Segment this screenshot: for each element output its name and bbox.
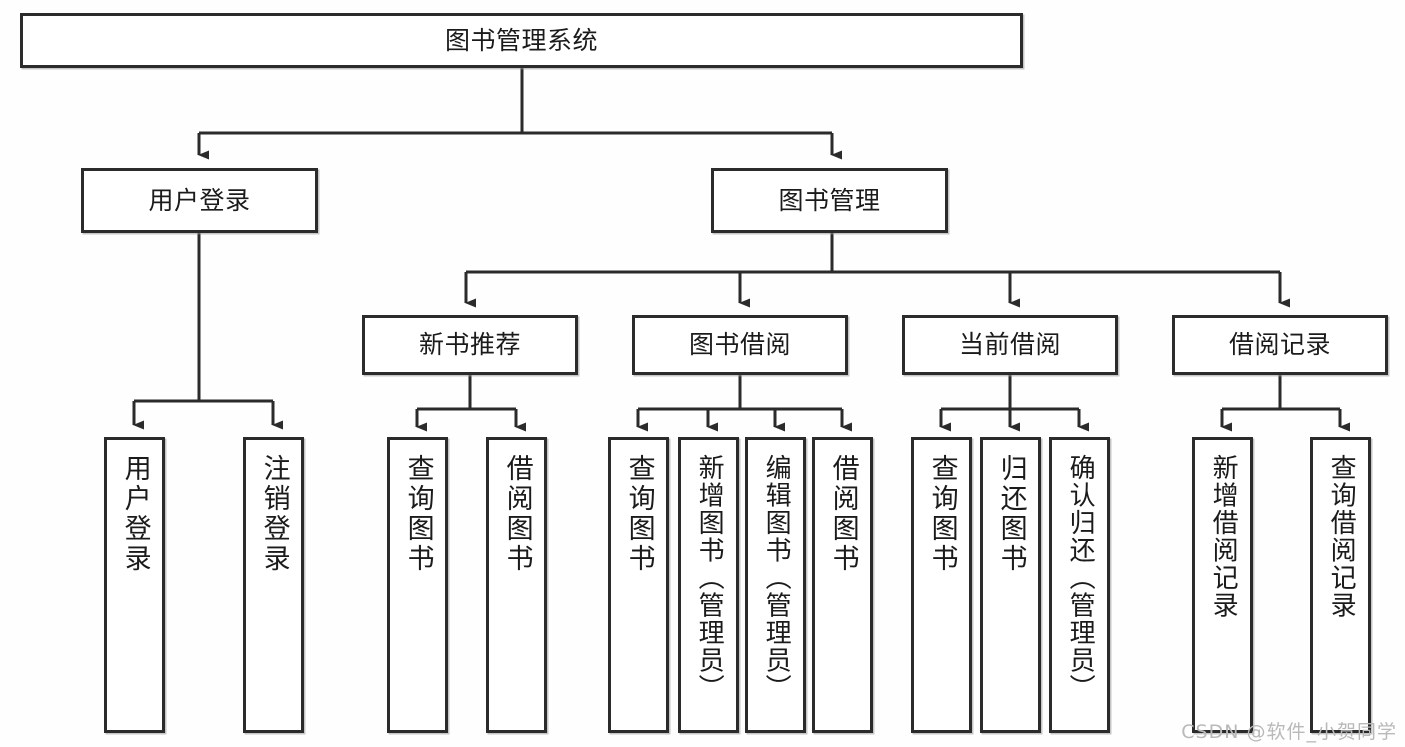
node-label: 查询图书 (926, 454, 958, 574)
node-label: 查询图书 (623, 454, 655, 574)
node-label: 用户登录 (119, 454, 151, 574)
node-label: 注销登录 (258, 454, 290, 574)
node-label: 图书管理系统 (444, 25, 598, 55)
node-label: 查询图书 (402, 454, 434, 574)
csdn-watermark: CSDN @软件_小贺同学 (1181, 721, 1397, 743)
leaf-book-borrow-add-admin[interactable]: 新增图书（管理员） (678, 437, 739, 733)
node-label: 用户登录 (148, 185, 251, 215)
node-label: 归还图书 (995, 454, 1027, 574)
node-label: 新增图书（管理员） (694, 454, 725, 702)
leaf-current-borrow-confirm-admin[interactable]: 确认归还（管理员） (1049, 437, 1110, 733)
node-label: 图书借阅 (688, 330, 791, 359)
leaf-user-login-logout[interactable]: 注销登录 (243, 437, 304, 733)
node-label: 新书推荐 (418, 330, 521, 359)
node-label: 查询借阅记录 (1326, 454, 1357, 619)
node-label: 编辑图书（管理员） (761, 454, 792, 702)
node-label: 借阅图书 (501, 454, 533, 574)
leaf-book-borrow-query[interactable]: 查询图书 (608, 437, 669, 733)
leaf-current-borrow-return[interactable]: 归还图书 (980, 437, 1041, 733)
leaf-user-login-login[interactable]: 用户登录 (104, 437, 165, 733)
leaf-book-borrow-edit-admin[interactable]: 编辑图书（管理员） (745, 437, 806, 733)
node-label: 借阅记录 (1228, 330, 1331, 359)
node-label: 新增借阅记录 (1208, 454, 1239, 619)
node-current-borrow[interactable]: 当前借阅 (902, 315, 1118, 375)
node-label: 借阅图书 (827, 454, 859, 574)
leaf-current-borrow-query[interactable]: 查询图书 (911, 437, 972, 733)
node-book-management[interactable]: 图书管理 (711, 168, 948, 233)
node-borrow-records[interactable]: 借阅记录 (1172, 315, 1388, 375)
leaf-new-book-query[interactable]: 查询图书 (387, 437, 448, 733)
leaf-book-borrow-borrow[interactable]: 借阅图书 (812, 437, 873, 733)
node-root-book-management-system[interactable]: 图书管理系统 (20, 13, 1023, 68)
node-label: 确认归还（管理员） (1065, 454, 1096, 702)
leaf-records-query[interactable]: 查询借阅记录 (1310, 437, 1371, 733)
leaf-records-add[interactable]: 新增借阅记录 (1192, 437, 1253, 733)
leaf-new-book-borrow[interactable]: 借阅图书 (486, 437, 547, 733)
node-book-borrow[interactable]: 图书借阅 (632, 315, 848, 375)
node-label: 图书管理 (778, 185, 881, 215)
node-user-login[interactable]: 用户登录 (81, 168, 318, 233)
node-new-book-recommend[interactable]: 新书推荐 (362, 315, 578, 375)
node-label: 当前借阅 (958, 330, 1061, 359)
